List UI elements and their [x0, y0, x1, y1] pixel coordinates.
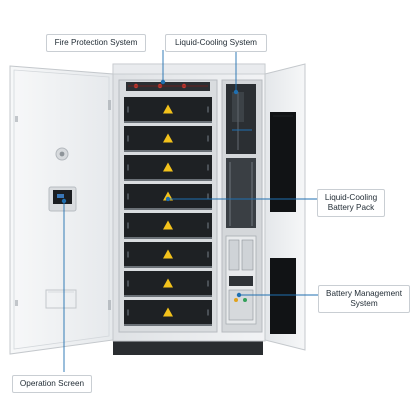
battery-module	[124, 155, 212, 181]
battery-module	[124, 242, 212, 268]
fire-protection-label: Fire Protection System	[46, 34, 146, 52]
warning-icon	[163, 278, 173, 288]
liquid-cooling-pointer	[233, 89, 239, 95]
battery-pack-pointer	[165, 196, 171, 202]
warning-icon	[163, 162, 173, 172]
battery-pack-label: Liquid-Cooling Battery Pack	[317, 189, 385, 217]
bms-label-line2: System	[350, 299, 378, 308]
battery-rack	[118, 79, 218, 333]
upper-vent-panel	[270, 112, 296, 212]
equipment-bay	[221, 79, 263, 333]
warning-icon	[163, 307, 173, 317]
fire-protection-pointer	[160, 79, 166, 85]
operation-screen-label-text: Operation Screen	[19, 379, 85, 388]
lower-vent-panel	[270, 258, 296, 334]
leader-lines	[63, 50, 318, 372]
liquid-cooling-label: Liquid-Cooling System	[165, 34, 267, 52]
battery-module	[124, 300, 212, 326]
battery-pack-label-line1: Liquid-Cooling	[324, 193, 378, 202]
battery-module	[124, 126, 212, 152]
warning-icon	[163, 104, 173, 114]
liquid-cooling-label-text: Liquid-Cooling System	[175, 38, 257, 47]
battery-pack-label-line2: Battery Pack	[327, 203, 375, 212]
operation-screen-panel	[48, 186, 77, 212]
operation-screen-pointer	[61, 198, 67, 204]
document-pocket	[45, 289, 77, 309]
bms-pointer	[236, 292, 242, 298]
battery-module	[124, 213, 212, 239]
bms-label: Battery Management System	[318, 285, 410, 313]
warning-icon	[163, 133, 173, 143]
warning-icon	[163, 191, 173, 201]
fire-protection-unit	[126, 82, 210, 91]
warning-icon	[163, 249, 173, 259]
warning-icon	[163, 220, 173, 230]
battery-module	[124, 184, 212, 210]
fire-protection-label-text: Fire Protection System	[54, 38, 138, 47]
battery-module	[124, 271, 212, 297]
right-door	[264, 63, 306, 351]
bms-label-line1: Battery Management	[325, 289, 402, 298]
cabinet-base	[113, 340, 263, 355]
operation-screen-label: Operation Screen	[12, 375, 92, 393]
battery-module	[124, 97, 212, 123]
